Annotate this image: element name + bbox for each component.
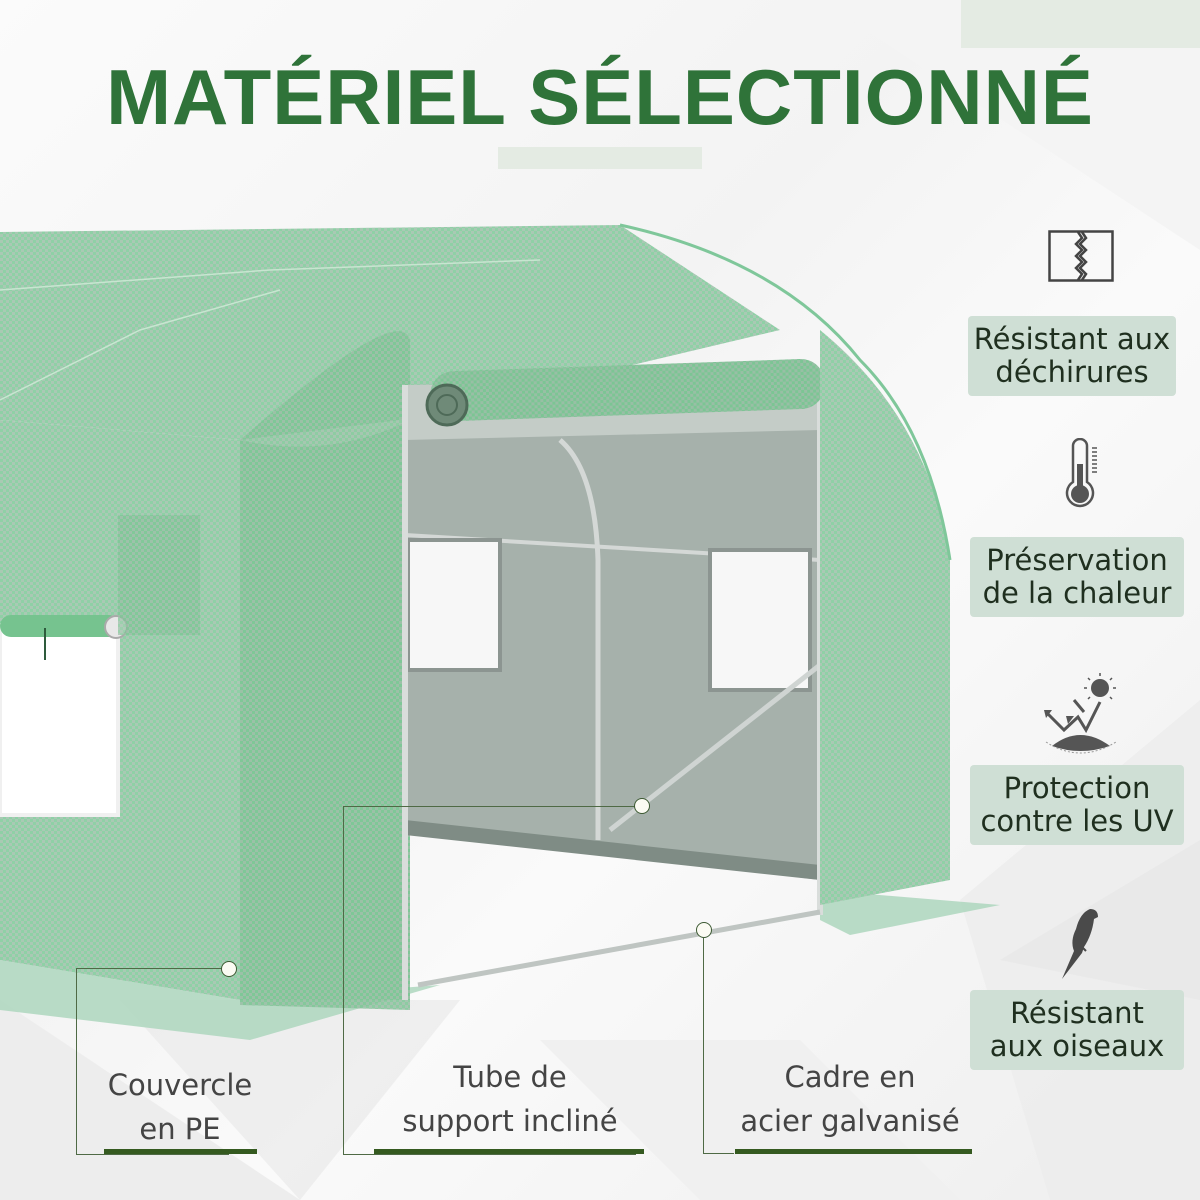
callout-marker-steel-frame [696,922,712,938]
callout-leader-steel-frame [703,938,734,1154]
callout-text-steel-frame: Cadre en acier galvanisé [720,1055,980,1143]
feature-label-bird-resistant: Résistant aux oiseaux [970,990,1184,1070]
callout-line1: Tube de [453,1060,567,1094]
callout-marker-support-tube [634,798,650,814]
callout-line1: Cadre en [784,1060,916,1094]
feature-label-heat-preservation: Préservation de la chaleur [970,537,1184,617]
callout-leader-support-tube [343,806,636,1155]
callout-leader-pe-cover [76,968,229,1155]
callout-line2: en PE [139,1112,221,1146]
feature-label-line2: déchirures [995,355,1149,389]
feature-label-uv-protection: Protection contre les UV [970,765,1184,845]
feature-label-line2: aux oiseaux [989,1029,1165,1063]
uv-protection-icon [1038,672,1124,756]
callout-line1: Couvercle [107,1068,253,1102]
callout-marker-pe-cover [221,961,237,977]
feature-label-line1: Résistant aux [973,322,1171,356]
page-title: MATÉRIEL SÉLECTIONNÉ [106,53,1094,141]
callout-text-pe-cover: Couvercle en PE [90,1063,270,1151]
title-accent-bar [498,147,702,169]
feature-label-line1: Protection [1003,771,1151,805]
feature-label-tear-resistant: Résistant aux déchirures [968,316,1176,396]
feature-label-line1: Préservation [986,543,1168,577]
feature-label-line2: de la chaleur [982,576,1172,610]
callout-line2: support incliné [402,1104,618,1138]
callout-line2: acier galvanisé [740,1104,960,1138]
callout-underline-pe-cover [104,1149,257,1154]
thermometer-icon [1062,438,1102,510]
feature-label-line2: contre les UV [980,804,1174,838]
corner-accent-block [961,0,1200,48]
callout-underline-steel-frame [735,1149,972,1154]
bird-icon [1056,905,1102,979]
callout-underline-support-tube [374,1149,644,1154]
tear-resistant-icon [1048,230,1114,282]
feature-label-line1: Résistant [1010,996,1144,1030]
greenhouse-illustration [0,223,1000,1040]
callout-text-support-tube: Tube de support incliné [370,1055,650,1143]
